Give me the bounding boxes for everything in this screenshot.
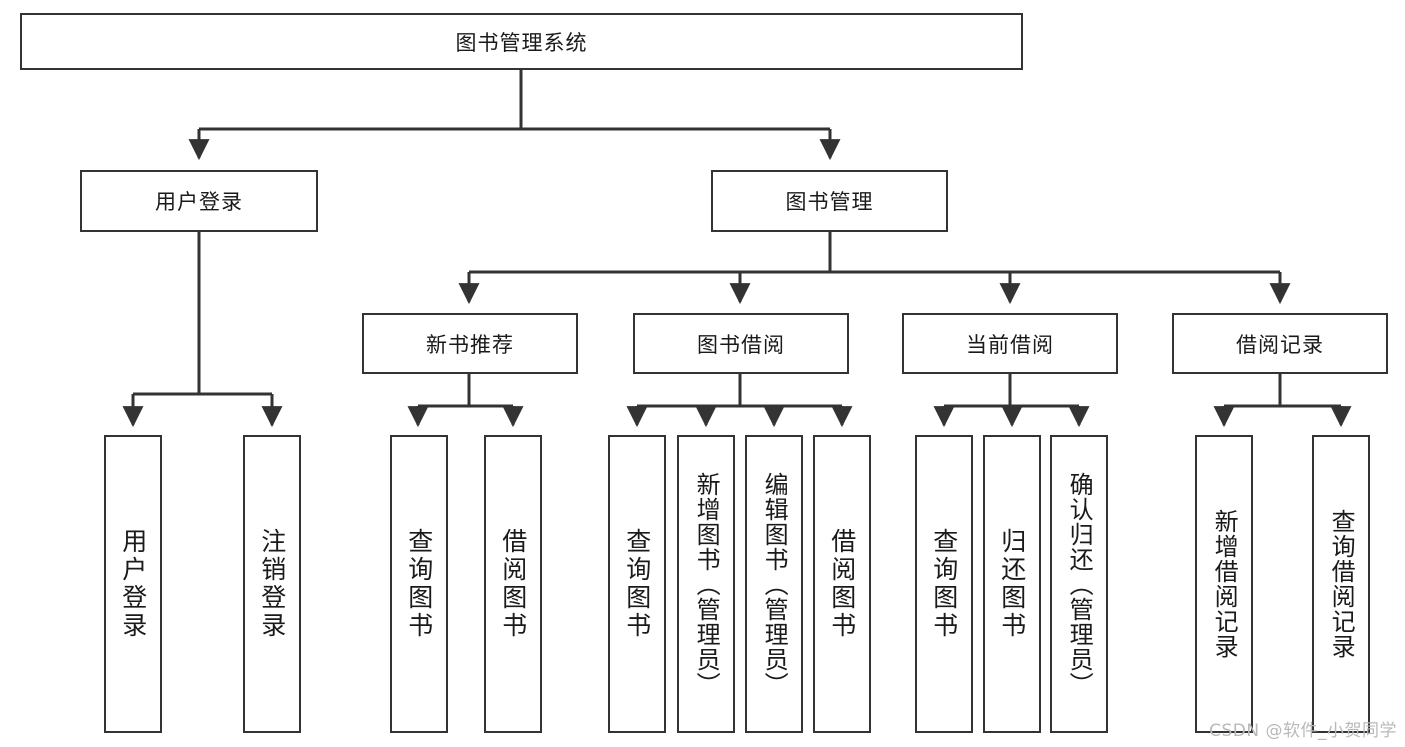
- leaf-rec-query-book[interactable]: 查询图书: [390, 435, 448, 733]
- leaf-record-add[interactable]: 新增借阅记录: [1195, 435, 1253, 733]
- node-root[interactable]: 图书管理系统: [20, 13, 1023, 70]
- csdn-watermark: CSDN @软件_小贺同学: [1209, 721, 1397, 741]
- node-current-borrow[interactable]: 当前借阅: [902, 313, 1118, 374]
- node-user-login[interactable]: 用户登录: [80, 170, 318, 232]
- leaf-borrow-add-book-admin[interactable]: 新增图书（管理员）: [677, 435, 735, 733]
- leaf-borrow-lend-book[interactable]: 借阅图书: [813, 435, 871, 733]
- leaf-user-logout[interactable]: 注销登录: [243, 435, 301, 733]
- leaf-record-search[interactable]: 查询借阅记录: [1312, 435, 1370, 733]
- leaf-rec-borrow-book[interactable]: 借阅图书: [484, 435, 542, 733]
- node-book-manage[interactable]: 图书管理: [711, 170, 948, 232]
- node-new-book-rec[interactable]: 新书推荐: [362, 313, 578, 374]
- node-borrow-record[interactable]: 借阅记录: [1172, 313, 1388, 374]
- leaf-current-confirm-return-admin[interactable]: 确认归还（管理员）: [1050, 435, 1108, 733]
- leaf-borrow-edit-book-admin[interactable]: 编辑图书（管理员）: [745, 435, 803, 733]
- node-book-borrow[interactable]: 图书借阅: [633, 313, 849, 374]
- leaf-user-login[interactable]: 用户登录: [104, 435, 162, 733]
- leaf-borrow-query-book[interactable]: 查询图书: [608, 435, 666, 733]
- leaf-current-query-book[interactable]: 查询图书: [915, 435, 973, 733]
- leaf-current-return-book[interactable]: 归还图书: [983, 435, 1041, 733]
